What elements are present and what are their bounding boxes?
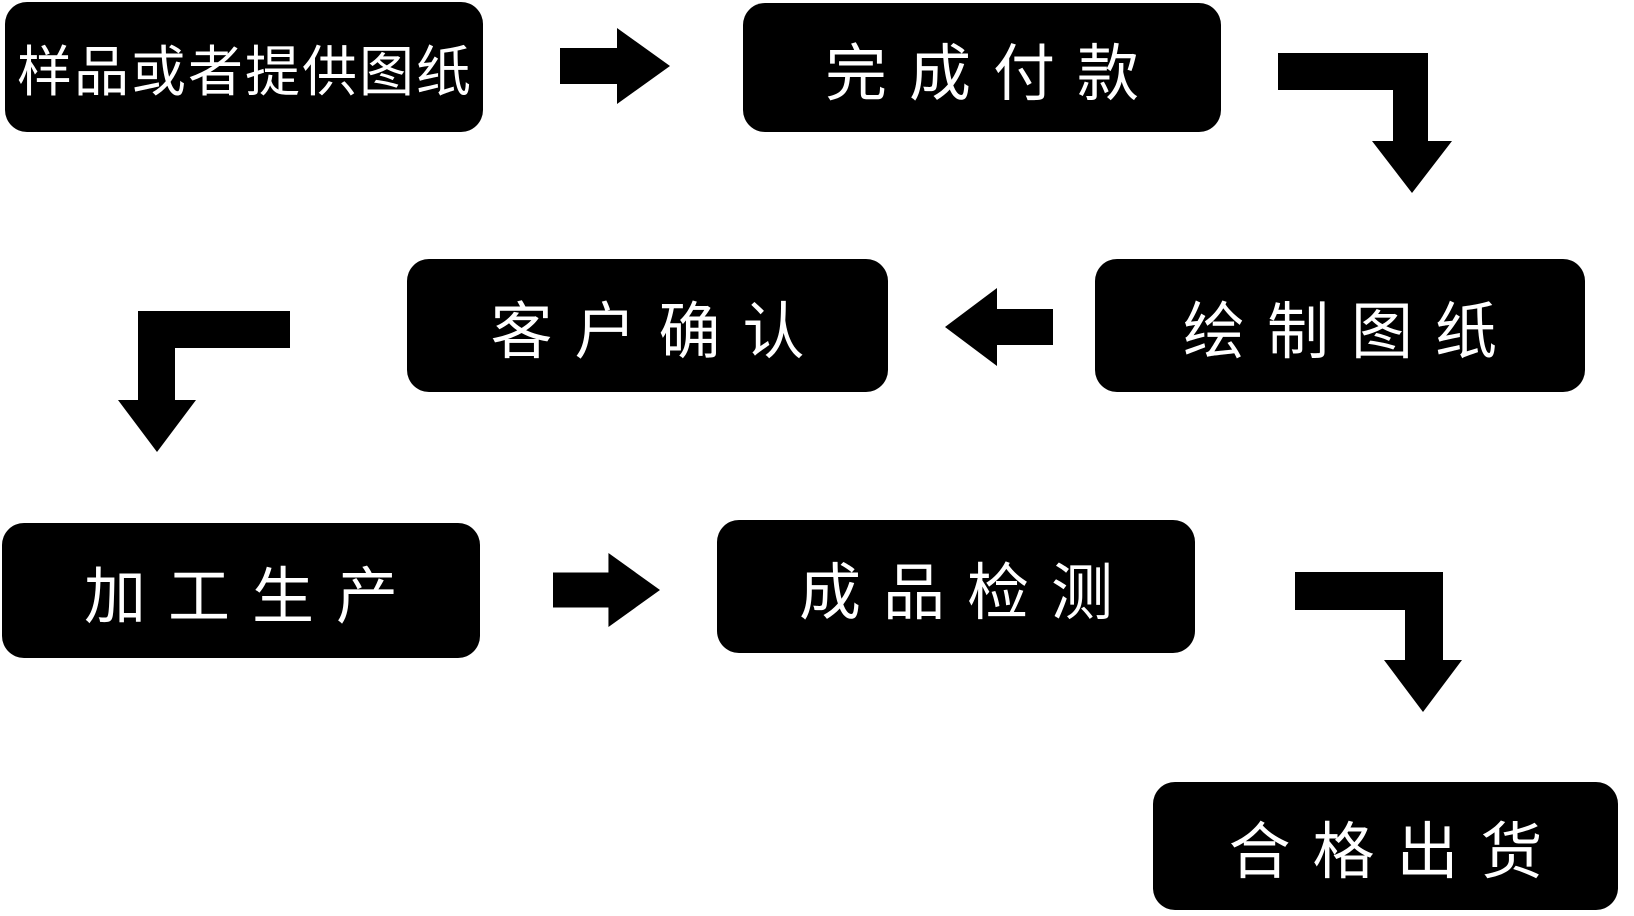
elbow-arrow-right-down-icon: [1295, 572, 1462, 712]
flow-node-customer-confirmation: 客户确认: [407, 259, 888, 392]
flow-node-label: 样品或者提供图纸: [16, 41, 473, 103]
flow-node-qualified-shipment: 合格出货: [1153, 782, 1618, 910]
elbow-arrow-right-down-icon: [1278, 53, 1452, 193]
flow-node-draw-drawings: 绘制图纸: [1095, 259, 1585, 392]
flow-node-label: 合格出货: [1228, 818, 1565, 887]
flow-node-complete-payment: 完成付款: [743, 3, 1221, 132]
flow-node-label: 加工生产: [83, 562, 420, 632]
flow-node-label: 客户确认: [490, 297, 827, 367]
arrow-left-icon: [945, 288, 1053, 366]
flow-node-label: 绘制图纸: [1182, 297, 1519, 367]
elbow-arrow-left-down-icon: [118, 311, 290, 452]
flow-node-processing-production: 加工生产: [2, 523, 480, 658]
arrow-right-icon: [553, 552, 660, 628]
flow-node-finished-product-inspection: 成品检测: [717, 520, 1195, 653]
flow-node-label: 完成付款: [824, 39, 1161, 109]
flow-node-sample-or-drawings: 样品或者提供图纸: [5, 2, 483, 132]
arrow-right-icon: [560, 28, 670, 104]
flow-node-label: 成品检测: [798, 558, 1135, 628]
